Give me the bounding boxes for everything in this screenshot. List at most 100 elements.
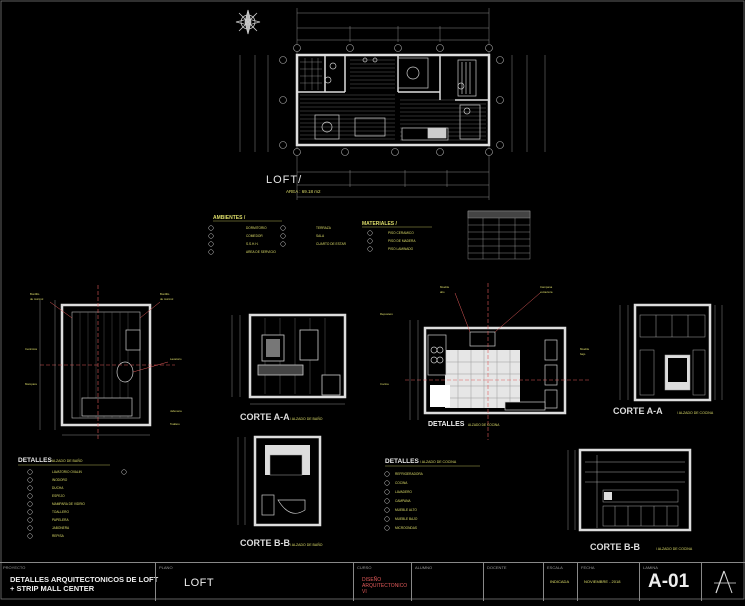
bathroom-details-item: JABONERA — [52, 526, 70, 530]
svg-text:Toallero: Toallero — [170, 422, 180, 426]
title-block-scale: ESCALA INDICADA — [543, 563, 577, 601]
svg-text:bajo: bajo — [580, 352, 586, 356]
bathroom-section-bb-title: CORTE B-B — [240, 538, 290, 548]
bathroom-section-aa-sub: / ALZADO DE BAÑO — [290, 416, 323, 421]
floor-plan: LOFT/ AREA : 69.18 m2 — [239, 8, 546, 200]
project-value: DETALLES ARQUITECTONICOS DE LOFT + STRIP… — [10, 575, 159, 593]
date-label: FECHA — [581, 565, 595, 570]
bathroom-details-sub: / ALZADO DE BAÑO — [50, 458, 83, 463]
bathroom-section-bb-sub: / ALZADO DE BAÑO — [290, 542, 323, 547]
project-label: PROYECTO — [3, 565, 26, 570]
sheet-value: A-01 — [648, 571, 690, 592]
teacher-label: DOCENTE — [487, 565, 507, 570]
svg-text:Cerámica: Cerámica — [25, 347, 37, 351]
scale-label: ESCALA — [547, 565, 563, 570]
plan-value: LOFT — [184, 577, 215, 589]
kitchen-details-item: COCINA — [395, 481, 408, 485]
legend-materiales-item: PISO LAMINADO — [388, 247, 414, 251]
svg-text:ALZADO DE COCINA: ALZADO DE COCINA — [468, 423, 500, 427]
kitchen-details-item: MUEBLE ALTO — [395, 508, 417, 512]
bathroom-section-aa-title: CORTE A-A — [240, 412, 290, 422]
plan-label: PLANO — [159, 565, 173, 570]
legend-ambientes-item: TERRAZA — [316, 226, 332, 230]
kitchen-details-item: MICROONDAS — [395, 526, 417, 530]
areas-table — [467, 210, 531, 260]
bathroom-details-item: PAPELERA — [52, 518, 69, 522]
kitchen-details-item: MUEBLE BAJO — [395, 517, 418, 521]
svg-text:Bordillo: Bordillo — [30, 292, 40, 296]
bathroom-section-bb: CORTE B-B / ALZADO DE BAÑO — [237, 435, 323, 548]
legend-ambientes-item: COMEDOR — [246, 234, 263, 238]
title-block-sheet: LAMINA A-01 — [639, 563, 701, 601]
legend-ambientes-item: AREA DE SERVICIO — [246, 250, 276, 254]
legend-ambientes-item: CUARTO DE ESTAR — [316, 242, 347, 246]
legend-materiales-item: PISO DE MADERA — [388, 239, 416, 243]
kitchen-details-item: REFRIGERADORA — [395, 472, 424, 476]
bathroom-details-item: LAVATORIO OVALIN — [52, 470, 83, 474]
student-label: ALUMNO — [415, 565, 433, 570]
legend-materiales: MATERIALES / PISO CERAMICO PISO DE MADER… — [362, 221, 432, 252]
bathroom-details-title: DETALLES — [18, 457, 52, 464]
legend-ambientes-title: AMBIENTES / — [213, 215, 246, 221]
svg-text:Campana: Campana — [540, 285, 553, 289]
kitchen-details-sub: / ALZADO DE COCINA — [420, 460, 457, 464]
kitchen-section-aa-sub: / ALZADO DE COCINA — [677, 411, 714, 415]
logo-icon — [714, 570, 736, 594]
svg-text:Cocina: Cocina — [380, 382, 389, 386]
bathroom-details-item: ESPEJO — [52, 494, 65, 498]
legend-ambientes: AMBIENTES / DORMITORIO COMEDOR S.S.H.H. … — [208, 215, 347, 255]
kitchen-section-bb-sub: / ALZADO DE COCINA — [656, 547, 693, 551]
legend-ambientes-item: S.S.H.H. — [246, 242, 259, 246]
svg-text:DETALLES: DETALLES — [428, 421, 465, 428]
title-block-teacher: DOCENTE — [483, 563, 543, 601]
svg-text:Bordillo: Bordillo — [160, 292, 170, 296]
kitchen-details-legend: DETALLES / ALZADO DE COCINA REFRIGERADOR… — [384, 458, 480, 531]
bathroom-details-item: MAMPARA DE VIDRIO — [52, 502, 85, 506]
kitchen-details-item: CAMPANA — [395, 499, 411, 503]
svg-text:Mampara: Mampara — [25, 382, 37, 386]
title-block-course: CURSO DISEÑO ARQUITECTONICO VI — [353, 563, 411, 601]
svg-text:Mueble: Mueble — [580, 347, 590, 351]
kitchen-section-bb-title: CORTE B-B — [590, 542, 640, 552]
legend-ambientes-item: SALA — [316, 234, 325, 238]
legend-materiales-item: PISO CERAMICO — [388, 231, 414, 235]
legend-materiales-title: MATERIALES / — [362, 221, 398, 227]
bathroom-details-item: INODORO — [52, 478, 68, 482]
svg-text:Repostero: Repostero — [380, 312, 393, 316]
plan-title: LOFT/ — [266, 174, 302, 186]
title-block-project: PROYECTO DETALLES ARQUITECTONICOS DE LOF… — [0, 563, 158, 601]
date-value: NOVIEMBRE - 2018 — [584, 579, 621, 584]
title-block-student: ALUMNO — [411, 563, 483, 601]
scale-value: INDICADA — [550, 579, 570, 584]
north-arrow-icon — [235, 9, 261, 35]
title-block-logo — [701, 563, 745, 601]
title-block: PROYECTO DETALLES ARQUITECTONICOS DE LOF… — [0, 562, 745, 601]
svg-text:de mármol: de mármol — [160, 297, 174, 301]
svg-text:de mármol: de mármol — [30, 297, 44, 301]
plan-area: AREA : 69.18 m2 — [286, 189, 321, 194]
svg-text:Lavatorio: Lavatorio — [170, 357, 182, 361]
svg-text:Jabonera: Jabonera — [170, 409, 182, 413]
svg-text:alto: alto — [440, 290, 445, 294]
kitchen-details-title: DETALLES — [385, 458, 419, 465]
title-block-plan: PLANO LOFT — [155, 563, 353, 601]
sheet-label: LAMINA — [643, 565, 658, 570]
svg-text:Mueble: Mueble — [440, 285, 450, 289]
bathroom-details-item: TOALLERO — [52, 510, 69, 514]
kitchen-section-aa-title: CORTE A-A — [613, 406, 663, 416]
bathroom-details-item: REPISA — [52, 534, 65, 538]
legend-ambientes-item: DORMITORIO — [246, 226, 267, 230]
kitchen-section-bb: CORTE B-B / ALZADO DE COCINA — [567, 448, 693, 552]
bathroom-section-aa: CORTE A-A / ALZADO DE BAÑO — [231, 313, 347, 422]
kitchen-section-aa: CORTE A-A / ALZADO DE COCINA — [613, 303, 723, 416]
title-block-date: FECHA NOVIEMBRE - 2018 — [577, 563, 639, 601]
svg-text:extractora: extractora — [540, 290, 553, 294]
bathroom-details-item: DUCHA — [52, 486, 64, 490]
course-value: DISEÑO ARQUITECTONICO VI — [362, 577, 408, 595]
bathroom-details-legend: DETALLES / ALZADO DE BAÑO LAVATORIO OVAL… — [18, 457, 127, 539]
course-label: CURSO — [357, 565, 372, 570]
